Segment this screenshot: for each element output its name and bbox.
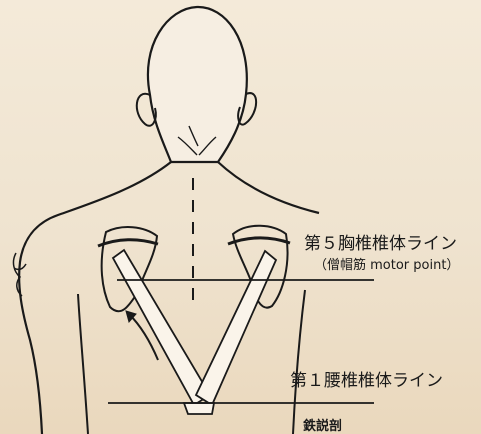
right-torso-line	[293, 290, 305, 434]
l1-line-label: 第１腰椎椎体ライン	[290, 373, 443, 390]
left-scapula-spine	[98, 240, 158, 246]
right-shoulder-outline	[218, 162, 319, 213]
right-tape-strip	[196, 251, 276, 405]
left-torso-line	[78, 294, 88, 434]
tape-anchor	[184, 403, 214, 414]
right-scapula-spine	[228, 238, 290, 244]
bottom-text-fragment: 鉄説剖	[303, 420, 342, 433]
left-tape-strip	[113, 250, 210, 405]
t5-line-label: 第５胸椎椎体ライン	[304, 236, 457, 253]
motor-point-label: （僧帽筋 motor point）	[314, 259, 459, 272]
head-outline	[148, 7, 247, 162]
